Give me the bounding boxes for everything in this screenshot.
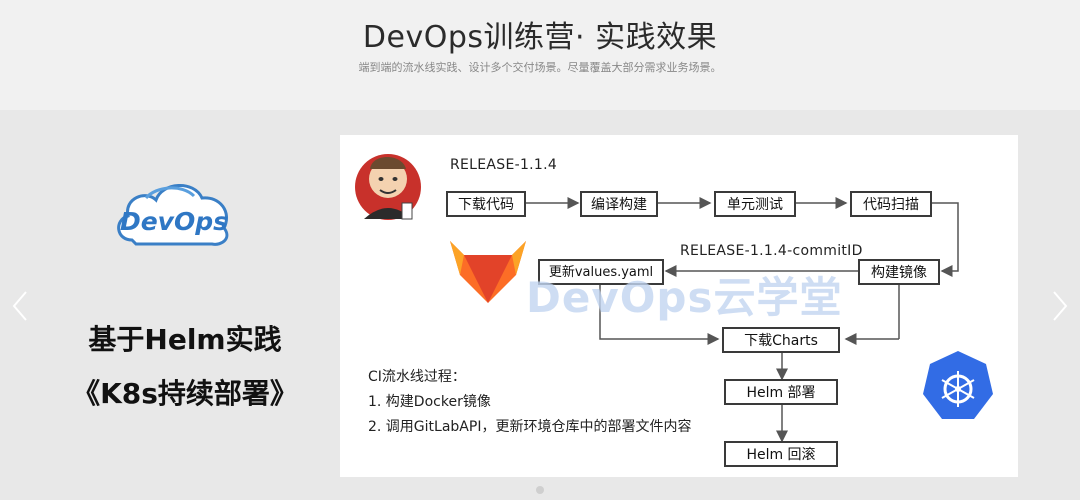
stage-unit-test: 单元测试 (714, 191, 796, 217)
release-commit-label: RELEASE-1.1.4-commitID (680, 243, 863, 259)
ci-notes-title: CI流水线过程： (368, 369, 466, 385)
carousel-prev-button[interactable] (6, 286, 34, 326)
pipeline-diagram: RELEASE-1.1.4 RELEASE-1.1.4-commitID 下载代… (340, 135, 1018, 477)
page-subtitle: 端到端的流水线实践、设计多个交付场景。尽量覆盖大部分需求业务场景。 (358, 61, 722, 74)
page-title: DevOps训练营· 实践效果 (362, 20, 718, 55)
stage-code-scan: 代码扫描 (850, 191, 932, 217)
arrow-update-to-charts (599, 283, 720, 345)
ci-notes-item-1: 1. 构建Docker镜像 (368, 394, 491, 410)
stage-update-values: 更新values.yaml (538, 259, 664, 285)
stage-download-charts: 下载Charts (722, 327, 840, 353)
page-header: DevOps训练营· 实践效果 端到端的流水线实践、设计多个交付场景。尽量覆盖大… (0, 0, 1080, 110)
devops-cloud-logo: DevOps (112, 176, 236, 250)
ci-notes-item-2: 2. 调用GitLabAPI，更新环境仓库中的部署文件内容 (368, 419, 692, 435)
slide-caption-line1: 基于Helm实践 (88, 323, 282, 356)
stage-helm-deploy: Helm 部署 (724, 379, 838, 405)
pipeline-arrows (355, 154, 993, 443)
chevron-left-icon (12, 291, 27, 321)
stage-compile-build: 编译构建 (580, 191, 658, 217)
carousel-next-button[interactable] (1046, 286, 1074, 326)
kubernetes-icon (923, 351, 993, 419)
chevron-right-icon (1053, 291, 1068, 321)
carousel-dot[interactable] (536, 486, 544, 494)
release-version-label: RELEASE-1.1.4 (450, 157, 558, 173)
stage-helm-rollback: Helm 回滚 (724, 441, 838, 467)
gitlab-icon (450, 241, 526, 303)
stage-build-image: 构建镜像 (858, 259, 940, 285)
slide-caption-line2: 《K8s持续部署》 (72, 377, 298, 410)
watermark: DevOps云学堂 (526, 273, 843, 322)
stage-download-code: 下载代码 (446, 191, 526, 217)
logo-text: DevOps (120, 207, 228, 236)
arrow-scan-to-image (932, 202, 959, 277)
jenkins-icon (355, 154, 421, 220)
